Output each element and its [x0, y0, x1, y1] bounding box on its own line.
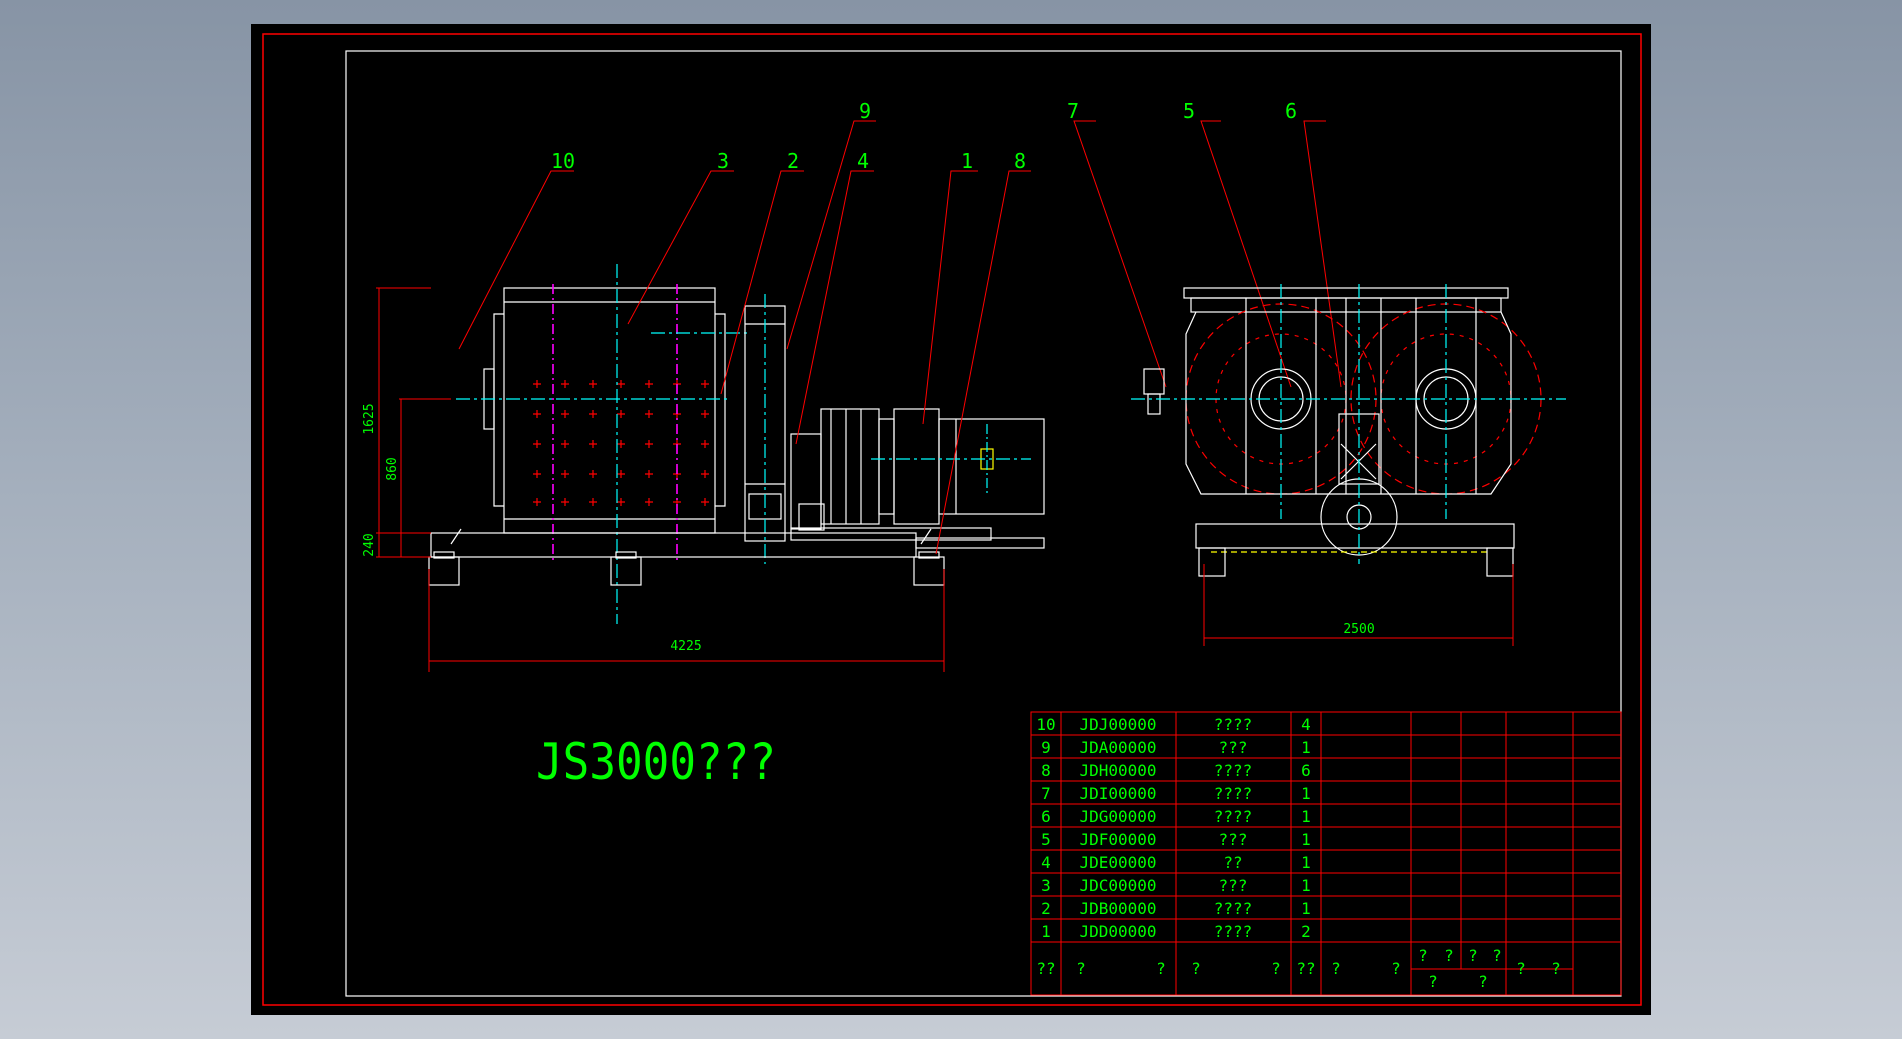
svg-text:1: 1 — [1301, 830, 1311, 849]
svg-text:?: ? — [1391, 959, 1401, 978]
svg-text:JDE00000: JDE00000 — [1079, 853, 1156, 872]
parts-rows: 10 JDJ00000 ???? 4 9 JDA00000 ??? 1 8 JD… — [1036, 715, 1310, 941]
drawing-title: JS3000??? — [536, 733, 776, 791]
svg-text:JDF00000: JDF00000 — [1079, 830, 1156, 849]
label-7: 7 — [1067, 99, 1079, 123]
table-row: 7 JDI00000 ???? 1 — [1041, 784, 1311, 803]
svg-text:?: ? — [1492, 946, 1502, 965]
svg-text:6: 6 — [1301, 761, 1311, 780]
svg-text:9: 9 — [1041, 738, 1051, 757]
svg-text:JDA00000: JDA00000 — [1079, 738, 1156, 757]
outer-frame — [262, 33, 1642, 1006]
svg-text:JDC00000: JDC00000 — [1079, 876, 1156, 895]
svg-text:??: ?? — [1223, 853, 1242, 872]
label-5: 5 — [1183, 99, 1195, 123]
svg-text:????: ???? — [1214, 761, 1253, 780]
svg-text:6: 6 — [1041, 807, 1051, 826]
svg-text:?: ? — [1444, 946, 1454, 965]
svg-text:1: 1 — [1041, 922, 1051, 941]
svg-text:1: 1 — [1301, 807, 1311, 826]
svg-text:1: 1 — [1301, 853, 1311, 872]
svg-text:???: ??? — [1219, 876, 1248, 895]
svg-text:1: 1 — [1301, 738, 1311, 757]
svg-text:?: ? — [1428, 972, 1438, 991]
label-1: 1 — [961, 149, 973, 173]
svg-text:?: ? — [1468, 946, 1478, 965]
parts-table-grid — [1030, 711, 1622, 996]
svg-text:????: ???? — [1214, 899, 1253, 918]
svg-text:JDB00000: JDB00000 — [1079, 899, 1156, 918]
inner-frame — [345, 50, 1622, 997]
svg-text:?: ? — [1478, 972, 1488, 991]
svg-text:?: ? — [1076, 959, 1086, 978]
svg-text:3: 3 — [1041, 876, 1051, 895]
svg-text:?: ? — [1418, 946, 1428, 965]
table-row: 3 JDC00000 ??? 1 — [1041, 876, 1311, 895]
svg-text:????: ???? — [1214, 784, 1253, 803]
dim-length: 4225 — [670, 639, 701, 654]
svg-text:JDI00000: JDI00000 — [1079, 784, 1156, 803]
svg-text:1: 1 — [1301, 876, 1311, 895]
table-row: 2 JDB00000 ???? 1 — [1041, 899, 1311, 918]
label-2: 2 — [787, 149, 799, 173]
dim-height: 1625 — [362, 403, 377, 434]
svg-text:?: ? — [1516, 959, 1526, 978]
side-view — [428, 264, 1045, 624]
svg-text:???: ??? — [1219, 830, 1248, 849]
dim-inner: 860 — [385, 457, 400, 480]
table-row: 1 JDD00000 ???? 2 — [1041, 922, 1311, 941]
svg-text:?: ? — [1271, 959, 1281, 978]
dim-width: 2500 — [1343, 622, 1374, 637]
front-view — [1131, 284, 1566, 577]
label-4: 4 — [857, 149, 869, 173]
table-row: 8 JDH00000 ???? 6 — [1041, 761, 1311, 780]
side-dimensions — [376, 287, 945, 672]
table-row: 6 JDG00000 ???? 1 — [1041, 807, 1311, 826]
svg-text:5: 5 — [1041, 830, 1051, 849]
svg-text:4: 4 — [1301, 715, 1311, 734]
label-10: 10 — [551, 149, 575, 173]
table-header: ?? ? ? ? ? ?? ? ? ? ? ? ? ? ? ? ? — [1036, 946, 1560, 991]
svg-text:?: ? — [1331, 959, 1341, 978]
svg-text:????: ???? — [1214, 807, 1253, 826]
front-dimension — [1203, 564, 1514, 646]
cad-drawing: 4225 1625 860 240 10 3 2 9 4 1 8 — [262, 33, 1642, 1006]
svg-text:JDD00000: JDD00000 — [1079, 922, 1156, 941]
svg-text:JDH00000: JDH00000 — [1079, 761, 1156, 780]
svg-text:??: ?? — [1296, 959, 1315, 978]
svg-text:JDG00000: JDG00000 — [1079, 807, 1156, 826]
label-6: 6 — [1285, 99, 1297, 123]
svg-text:????: ???? — [1214, 715, 1253, 734]
svg-text:10: 10 — [1036, 715, 1055, 734]
drawing-sheet: 4225 1625 860 240 10 3 2 9 4 1 8 — [251, 24, 1651, 1015]
svg-text:8: 8 — [1041, 761, 1051, 780]
svg-text:????: ???? — [1214, 922, 1253, 941]
svg-text:2: 2 — [1041, 899, 1051, 918]
table-row: 5 JDF00000 ??? 1 — [1041, 830, 1311, 849]
svg-text:4: 4 — [1041, 853, 1051, 872]
svg-text:?: ? — [1551, 959, 1561, 978]
label-9: 9 — [859, 99, 871, 123]
leader-lines — [458, 120, 1342, 555]
svg-text:?: ? — [1191, 959, 1201, 978]
label-8: 8 — [1014, 149, 1026, 173]
table-row: 4 JDE00000 ?? 1 — [1041, 853, 1311, 872]
svg-text:7: 7 — [1041, 784, 1051, 803]
dim-base: 240 — [362, 533, 377, 556]
table-row: 10 JDJ00000 ???? 4 — [1036, 715, 1310, 734]
table-row: 9 JDA00000 ??? 1 — [1041, 738, 1311, 757]
svg-text:1: 1 — [1301, 784, 1311, 803]
svg-text:2: 2 — [1301, 922, 1311, 941]
svg-text:1: 1 — [1301, 899, 1311, 918]
label-3: 3 — [717, 149, 729, 173]
svg-text:JDJ00000: JDJ00000 — [1079, 715, 1156, 734]
svg-text:?: ? — [1156, 959, 1166, 978]
svg-text:???: ??? — [1219, 738, 1248, 757]
svg-text:??: ?? — [1036, 959, 1055, 978]
